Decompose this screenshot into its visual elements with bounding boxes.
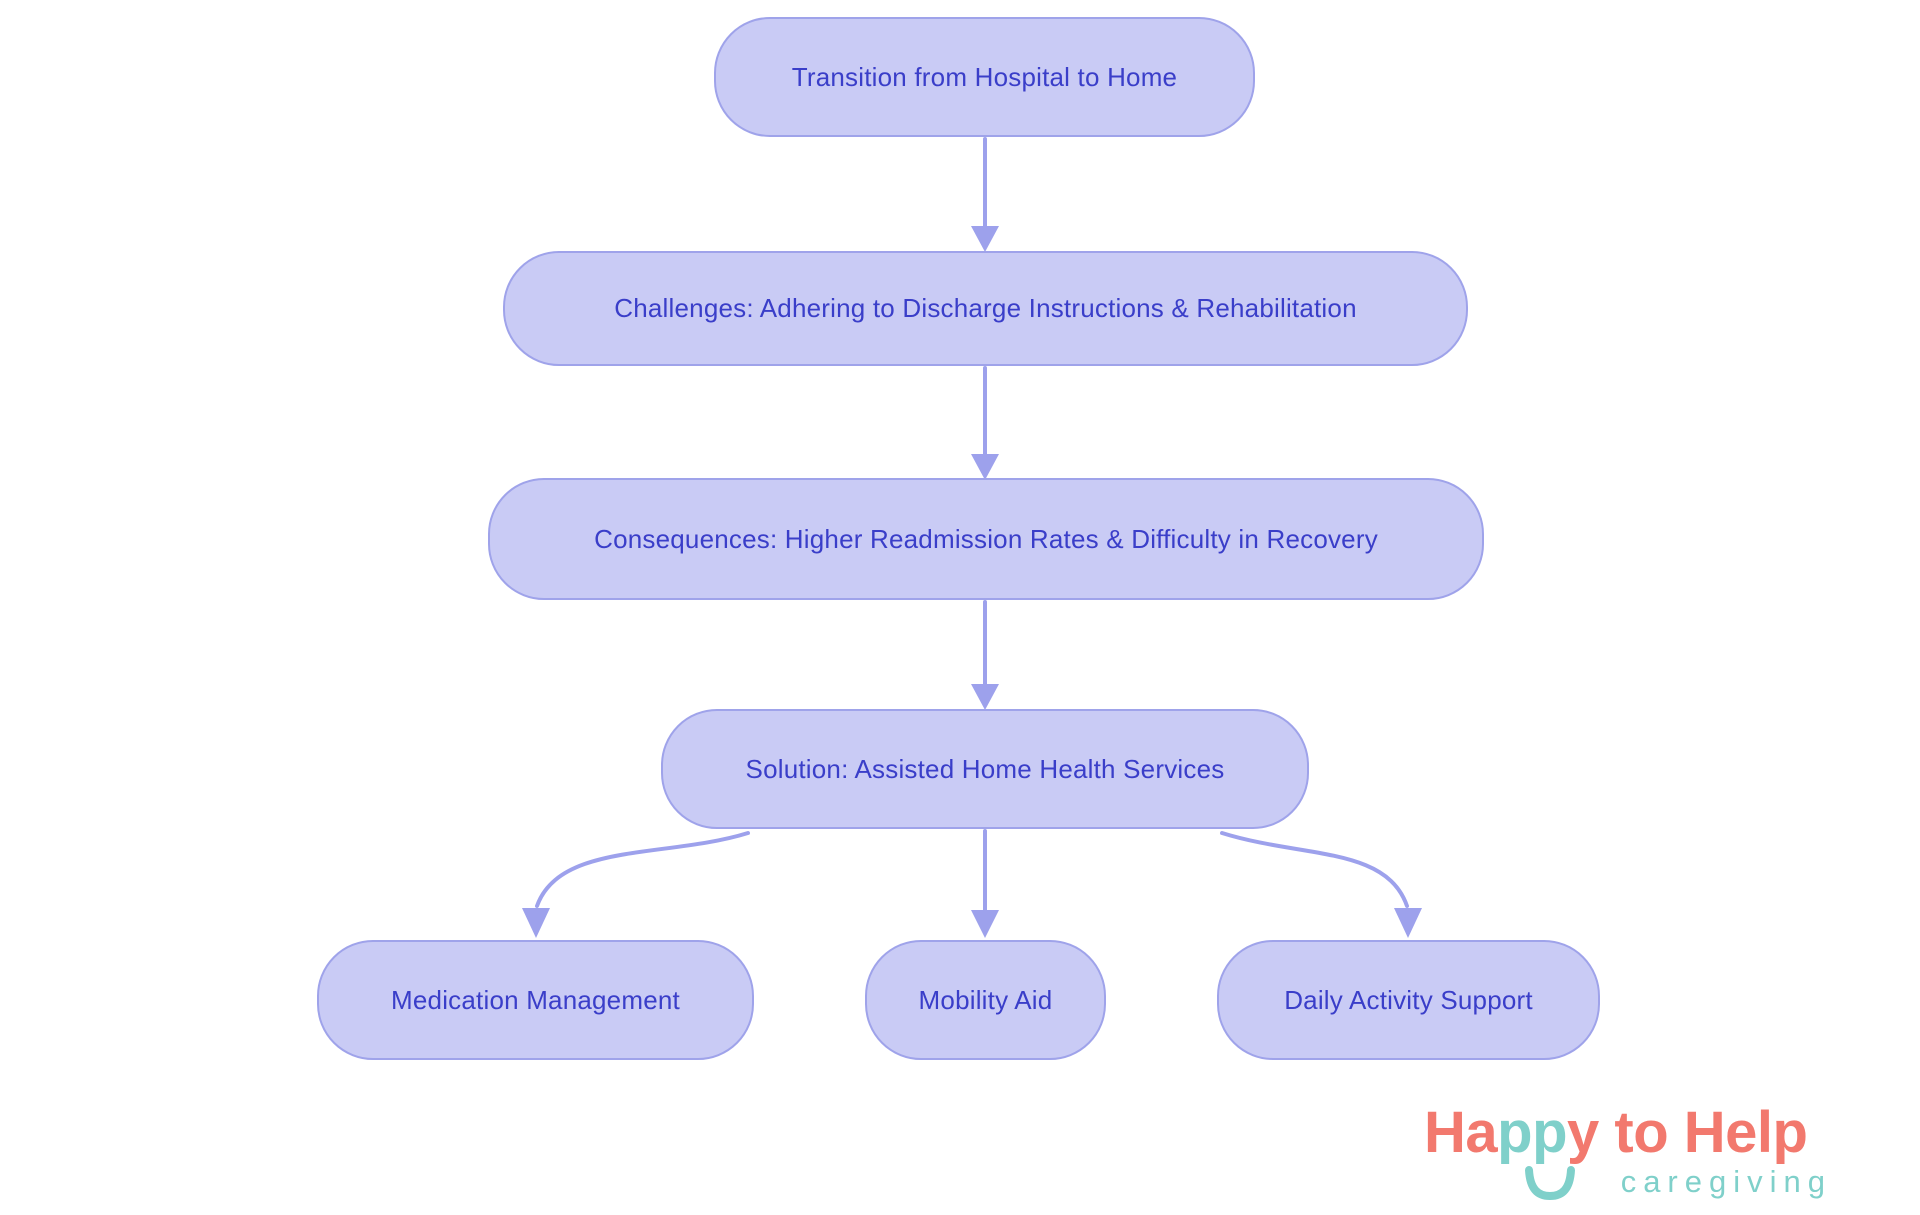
arrowhead-icon (1394, 908, 1422, 938)
node-medication-management: Medication Management (317, 940, 754, 1060)
node-mobility-aid: Mobility Aid (865, 940, 1106, 1060)
arrowhead-icon (522, 908, 550, 938)
node-daily-activity-support: Daily Activity Support (1217, 940, 1600, 1060)
smile-icon (1525, 1166, 1575, 1201)
node-solution: Solution: Assisted Home Health Services (661, 709, 1309, 829)
happy-to-help-logo: Happy to Help caregiving (1424, 1100, 1884, 1201)
edge-solution-medication (535, 831, 750, 908)
arrowhead-icon (971, 910, 999, 938)
node-challenges: Challenges: Adhering to Discharge Instru… (503, 251, 1468, 366)
arrowhead-icon (971, 454, 999, 480)
node-transition-from-hospital: Transition from Hospital to Home (714, 17, 1255, 137)
logo-subtitle: caregiving (1620, 1163, 1832, 1199)
logo-text-coral: Ha (1424, 1100, 1498, 1165)
logo-text-coral: y to Help (1567, 1100, 1808, 1165)
arrowhead-icon (971, 226, 999, 252)
logo-wordmark: Happy to Help (1424, 1100, 1884, 1165)
logo-text-teal: pp (1497, 1100, 1568, 1165)
edge-solution-daily (1220, 831, 1409, 908)
node-consequences: Consequences: Higher Readmission Rates &… (488, 478, 1484, 600)
arrowhead-icon (971, 684, 999, 710)
